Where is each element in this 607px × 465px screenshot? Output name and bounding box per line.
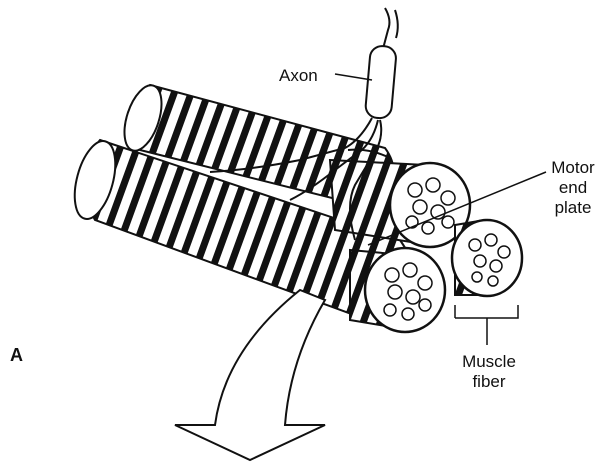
muscle-fiber-label: Muscle fiber	[458, 352, 520, 392]
far-right-fiber	[452, 220, 522, 296]
down-arrow-icon	[175, 290, 325, 460]
motor-end-plate-label: Motor end plate	[546, 158, 600, 218]
panel-label: A	[10, 345, 23, 365]
axon-label: Axon	[279, 66, 318, 86]
lower-right-fiber	[350, 248, 445, 332]
